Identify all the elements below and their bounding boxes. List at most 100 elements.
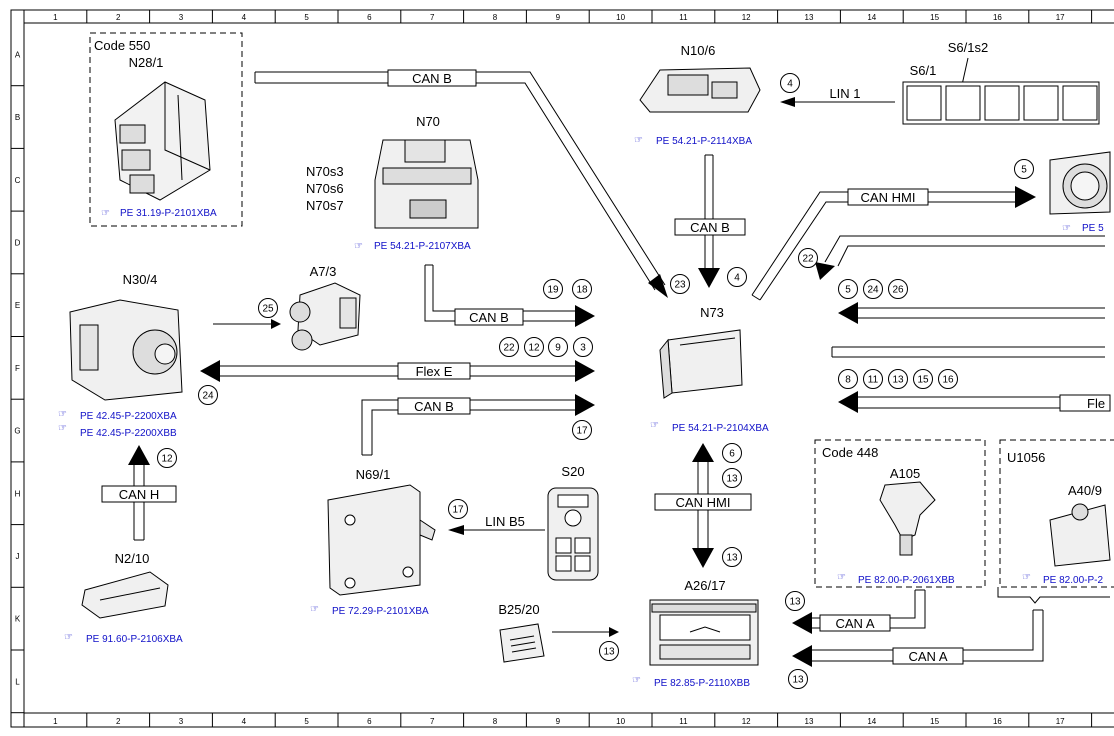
marker-number: 13 [603, 647, 615, 658]
can-h-bus: CAN H [101, 445, 177, 541]
n30-4-ref-b-icon: ☞ [58, 423, 67, 434]
marker-circle [798, 248, 818, 268]
n30-4-group: N30/4 ☞ PE 42.45-P-2200XBA ☞ PE 42.45-P-… [58, 272, 183, 439]
marker-circle [1014, 159, 1034, 179]
a105-ref: PE 82.00-P-2061XBB [858, 575, 955, 586]
can-hmi-top-label: CAN HMI [861, 190, 916, 205]
s20-module-image [547, 487, 599, 581]
u1056-label: U1056 [1007, 450, 1045, 465]
grid-col-label-top: 3 [179, 13, 184, 22]
marker-number: 15 [917, 375, 929, 386]
marker-circle [572, 279, 592, 299]
n73-label: N73 [700, 305, 724, 320]
a26-17-group: A26/17 ☞ PE 82.85-P-2110XBB [632, 578, 759, 689]
marker-circle [543, 279, 563, 299]
marker-number: 26 [892, 285, 904, 296]
a26-17-module-image [649, 599, 759, 666]
s6-1-label: S6/1 [910, 63, 937, 78]
marker-circle [599, 641, 619, 661]
n73-group: N73 ☞ PE 54.21-P-2104XBA [650, 305, 769, 434]
marker-number: 16 [942, 375, 954, 386]
can-a-1-bus: CAN A [792, 589, 926, 634]
u1056-group: U1056 A40/9 ☞ PE 82.00-P-2 [997, 439, 1114, 604]
marker-circle [938, 369, 958, 389]
right-bus-f [831, 346, 1105, 358]
grid-col-label-bottom: 14 [867, 717, 876, 726]
s6-1-buttons [906, 85, 1098, 121]
marker-number: 5 [845, 285, 851, 296]
marker-circle [780, 73, 800, 93]
marker-circle [863, 279, 883, 299]
n69-1-ref-icon: ☞ [310, 604, 319, 615]
grid-col-label-bottom: 7 [430, 717, 435, 726]
n10-6-ref: PE 54.21-P-2114XBA [656, 136, 752, 147]
can-a-1-label: CAN A [835, 616, 874, 631]
grid-ticks [11, 10, 1093, 727]
marker-circle [573, 337, 593, 357]
grid-row-label: B [15, 113, 20, 122]
marker-circle [785, 591, 805, 611]
a40-9-module-image [1049, 503, 1111, 567]
grid-row-label: J [16, 552, 20, 561]
grid-row-label: D [15, 238, 21, 247]
s6-1s2-label: S6/1s2 [948, 40, 988, 55]
grid-col-label-bottom: 3 [179, 717, 184, 726]
marker-number: 5 [1021, 165, 1027, 176]
n28-1-ref-icon: ☞ [101, 208, 110, 219]
marker-number: 17 [576, 426, 588, 437]
grid-col-label-top: 5 [304, 13, 309, 22]
marker-number: 13 [726, 553, 738, 564]
marker-number: 8 [845, 375, 851, 386]
grid-row-label: K [15, 615, 21, 624]
n30-4-label: N30/4 [123, 272, 158, 287]
n10-6-group: N10/6 ☞ PE 54.21-P-2114XBA [634, 43, 761, 147]
can-hmi-vert-label: CAN HMI [676, 495, 731, 510]
grid-col-label-bottom: 11 [679, 717, 688, 726]
grid-row-label: C [15, 176, 21, 185]
grid-col-label-top: 6 [367, 13, 372, 22]
n28-1-module-image [114, 81, 211, 201]
a105-module-image [879, 481, 936, 556]
lin-b5-bus: LIN B5 [448, 514, 545, 535]
a105-label: A105 [890, 466, 920, 481]
s6-1-button [906, 85, 942, 121]
can-b-top-label: CAN B [412, 71, 452, 86]
grid-row-label: F [15, 364, 20, 373]
marker-number: 11 [868, 375, 879, 386]
n70-label: N70 [416, 114, 440, 129]
marker-circle [448, 499, 468, 519]
n70-ref-icon: ☞ [354, 241, 363, 252]
s20-group: S20 [547, 464, 599, 581]
right-bus-22 [815, 235, 1105, 280]
n30-4-ref-a: PE 42.45-P-2200XBA [80, 411, 177, 422]
grid-col-label-top: 10 [616, 13, 625, 22]
marker-circle [913, 369, 933, 389]
n28-1-label: N28/1 [129, 55, 164, 70]
a26-17-ref-icon: ☞ [632, 675, 641, 686]
can-b-n70-label: CAN B [469, 310, 509, 325]
marker-number: 13 [792, 675, 804, 686]
marker-number: 12 [528, 343, 540, 354]
a26-17-ref: PE 82.85-P-2110XBB [654, 678, 750, 689]
marker-number: 13 [892, 375, 904, 386]
n10-6-ref-icon: ☞ [634, 135, 643, 146]
marker-number: 18 [576, 285, 588, 296]
marker-number: 9 [555, 343, 561, 354]
marker-number: 25 [262, 304, 274, 315]
marker-circle [888, 369, 908, 389]
a26-17-label: A26/17 [684, 578, 725, 593]
s6-1-button [1023, 85, 1059, 121]
s6-1-button [1062, 85, 1098, 121]
a7-3-label: A7/3 [310, 264, 337, 279]
marker-circle [838, 369, 858, 389]
grid-col-label-top: 7 [430, 13, 435, 22]
n73-ref-icon: ☞ [650, 420, 659, 431]
right-top-module-image [1049, 151, 1111, 215]
flex-e-label: Flex E [416, 364, 453, 379]
a40-9-ref: PE 82.00-P-2 [1043, 575, 1103, 586]
can-hmi-vert-bus: CAN HMI [654, 443, 752, 568]
n69-1-group: N69/1 ☞ PE 72.29-P-2101XBA [310, 467, 436, 617]
marker-circle [548, 337, 568, 357]
n73-module-image [659, 329, 743, 399]
marker-number: 3 [580, 343, 586, 354]
